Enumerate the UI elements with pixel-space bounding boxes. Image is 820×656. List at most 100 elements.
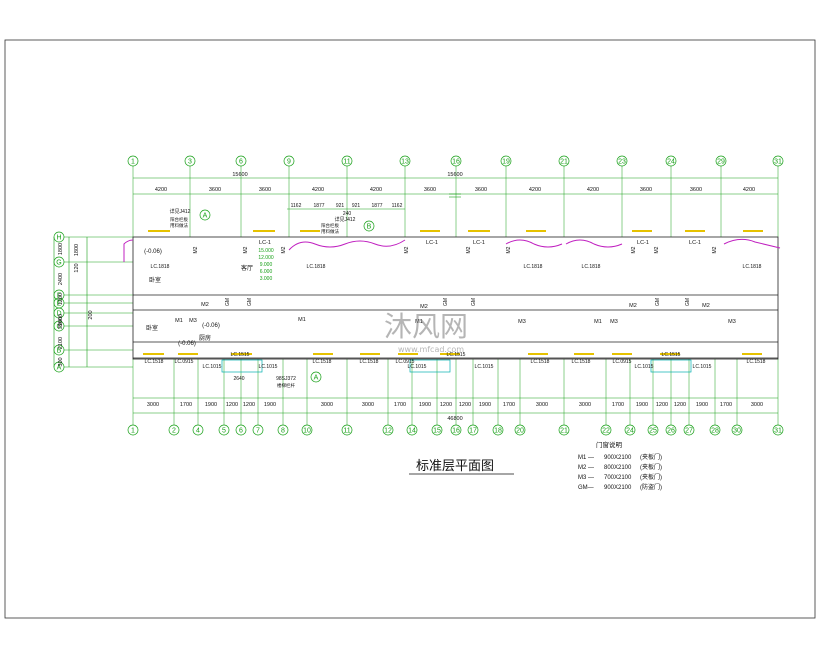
section-bubble-label: A [314,375,319,382]
dim-bay: 3600 [259,187,271,193]
bottom-axis-bubble [235,424,247,436]
bottom-axis-bubble [431,424,443,436]
left-axis-bubble-label: H [56,235,61,242]
level-mark: (-0.06) [202,323,220,329]
dim-bay: 3000 [147,402,159,408]
door-tag: M2 [712,246,718,253]
left-axis-bubble [53,256,65,268]
top-axis-bubble [399,155,411,167]
door-tag: M3 [518,319,526,325]
balcony-outlines [123,238,781,262]
window-tag: LC-1 [473,240,485,246]
balcony-note: 阳台栏板 [170,216,188,223]
door-tag: M2 [506,246,512,253]
schedule-type: (夹板门) [640,453,662,461]
bottom-axis-bubble-label: 7 [256,428,260,435]
window-tag: LC.1518 [531,359,550,365]
dim-row: 300 [58,357,64,366]
bottom-axis-bubble-label: 21 [560,428,568,435]
dim-row: 1600 [58,314,64,326]
bottom-axis-bubble [192,424,204,436]
bottom-axis-bubble-label: 31 [774,428,782,435]
dim-bay: 4200 [155,187,167,193]
dimension-lines [53,177,778,414]
left-axis-bubble-label: C [56,324,61,331]
bottom-axis-bubble [467,424,479,436]
left-axis-bubble [53,320,65,332]
top-axis-bubble-label: 1 [131,159,135,166]
dim-bay: 3600 [424,187,436,193]
window-tag: LC.0915 [613,359,632,365]
window-tag: LC.1015 [475,364,494,370]
drawing-title: 标准层平面图 [416,458,494,473]
balcony-note: 阳台栏板 [321,222,339,229]
top-axis-bubble [665,155,677,167]
dim-bay: 3000 [362,402,374,408]
floor-level: 3.000 [260,276,273,282]
dim-balcony: 921 [352,203,361,209]
door-tag: GM [443,298,449,306]
window-tag: LC.1015 [693,364,712,370]
door-tag: M2 [420,304,428,310]
stair-hatching [221,359,692,373]
bottom-axis-bubble [406,424,418,436]
dim-stair: 2640 [233,376,244,382]
top-axis-bubble-label: 23 [618,159,626,166]
bottom-axis-bubble-label: 14 [408,428,416,435]
top-axis-bubble [184,155,196,167]
dim-bay: 1900 [419,402,431,408]
top-axis-bubble [283,155,295,167]
section-bubble [199,209,211,221]
window-tag: LC.1818 [307,264,326,270]
floor-level: 9.000 [260,262,273,268]
bottom-axis-bubble-label: 12 [384,428,392,435]
bottom-axis-bubble-label: 16 [452,428,460,435]
bottom-axis-bubble-label: 26 [667,428,675,435]
level-mark: (-0.06) [178,341,196,347]
left-axis-bubble [53,289,65,301]
room-label: 厨房 [199,334,211,342]
section-bubble-label: A [203,213,208,220]
left-axis-bubble-label: E [57,301,62,308]
dim-bay: 1200 [459,402,471,408]
dim-balcony: 921 [336,203,345,209]
bottom-axis-bubble-label: 27 [685,428,693,435]
dim-row: 2100 [58,337,64,349]
bottom-axis-bubble-label: 11 [343,428,350,435]
bottom-axis-bubble [127,424,139,436]
dim-bay: 1200 [674,402,686,408]
window-tag: LC.1015 [408,364,427,370]
bottom-axis-bubble-label: 28 [711,428,719,435]
schedule-code: M3 — [578,475,594,481]
door-tag: M3 [728,319,736,325]
dim-row: 1800 [58,243,64,255]
bottom-axis-bubble-label: 10 [303,428,311,435]
dim-bay: 1900 [479,402,491,408]
top-axis-bubble [127,155,139,167]
window-tag: LC.0915 [396,359,415,365]
bottom-axis-bubble [772,424,784,436]
dim-bay: 4200 [743,187,755,193]
door-tag: M2 [702,303,710,309]
dim-total: 15600 [447,172,462,178]
top-axis-bubble [341,155,353,167]
door-tag: GM [247,298,253,306]
schedule-type: (防盗门) [640,483,662,491]
dim-bay: 1700 [394,402,406,408]
bottom-axis-bubble [341,424,353,436]
door-tag: M2 [281,246,287,253]
left-axis-bubble [53,231,65,243]
dim-row: 1200 [58,293,64,305]
bottom-axis-bubble [647,424,659,436]
bottom-axis-bubble-label: 15 [433,428,441,435]
level-mark: (-0.06) [144,249,162,255]
window-tag: LC.1518 [360,359,379,365]
bottom-axis-bubble [558,424,570,436]
dim-balcony: 1877 [371,203,382,209]
dim-bay: 1200 [243,402,255,408]
window-tag: LC-1 [426,240,438,246]
watermark-url: www.mfcad.com [398,345,464,354]
dim-bay: 1700 [720,402,732,408]
window-tag: LC.1818 [524,264,543,270]
